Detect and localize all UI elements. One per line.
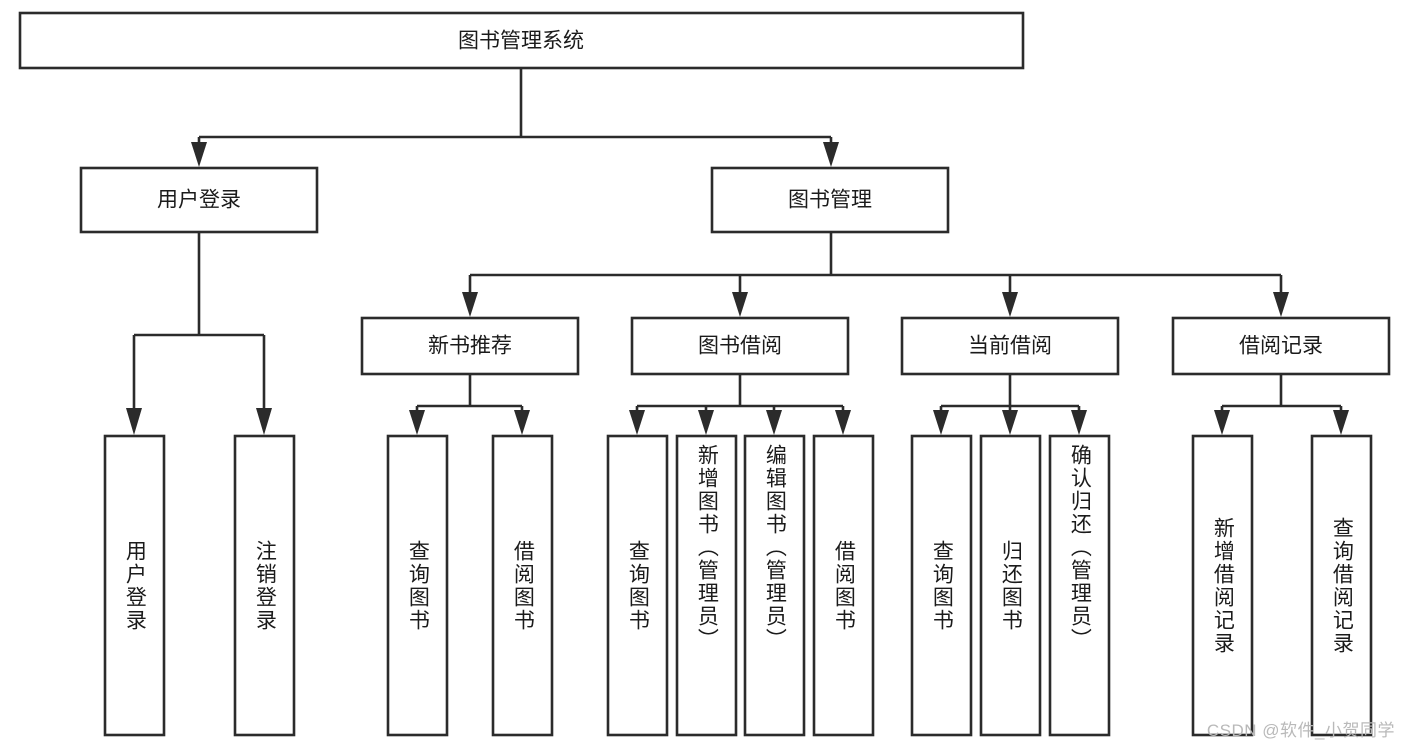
arrow-head-leaf-edit-book bbox=[766, 410, 782, 435]
node-user-login-box[interactable] bbox=[79, 166, 319, 234]
node-leaf-borrow-book-2-box[interactable] bbox=[812, 434, 875, 737]
node-leaf-edit-book-box[interactable] bbox=[743, 434, 806, 737]
connectors-group bbox=[126, 68, 1349, 435]
node-leaf-user-login-box[interactable] bbox=[103, 434, 166, 737]
node-borrow-record-label: 借阅记录 bbox=[1239, 335, 1323, 358]
arrow-head-leaf-query-book-3 bbox=[933, 410, 949, 435]
arrow-head-leaf-query-book-1 bbox=[409, 410, 425, 435]
node-borrow-record-box[interactable] bbox=[1171, 316, 1391, 376]
arrow-head-leaf-borrow-book-2 bbox=[835, 410, 851, 435]
node-new-book-recommend-label: 新书推荐 bbox=[428, 335, 512, 358]
node-leaf-query-book-1-box[interactable] bbox=[386, 434, 449, 737]
node-current-borrow-box[interactable] bbox=[900, 316, 1120, 376]
arrow-head-user-login bbox=[191, 142, 207, 167]
arrow-head-book-borrow bbox=[732, 292, 748, 317]
node-root-label: 图书管理系统 bbox=[458, 30, 584, 53]
node-book-borrow-label: 图书借阅 bbox=[698, 335, 782, 358]
node-user-login-label: 用户登录 bbox=[157, 189, 241, 212]
arrow-head-book-management bbox=[823, 142, 839, 167]
node-book-borrow-box[interactable] bbox=[630, 316, 850, 376]
arrow-head-leaf-add-record bbox=[1214, 410, 1230, 435]
node-leaf-return-book-box[interactable] bbox=[979, 434, 1042, 737]
node-root-box[interactable] bbox=[18, 11, 1025, 70]
node-leaf-query-book-3-box[interactable] bbox=[910, 434, 973, 737]
arrow-head-leaf-query-record bbox=[1333, 410, 1349, 435]
node-leaf-confirm-return-box[interactable] bbox=[1048, 434, 1111, 737]
node-new-book-recommend-box[interactable] bbox=[360, 316, 580, 376]
nodes-group: 图书管理系统 用户登录 图书管理 新书推荐 图书借阅 当前借阅 借阅记录 bbox=[18, 11, 1391, 737]
arrow-head-leaf-add-book bbox=[698, 410, 714, 435]
arrow-head-borrow-record bbox=[1273, 292, 1289, 317]
arrow-head-leaf-query-book-2 bbox=[629, 410, 645, 435]
node-book-management-label: 图书管理 bbox=[788, 189, 872, 212]
arrow-head-leaf-user-login bbox=[126, 408, 142, 435]
arrow-head-leaf-borrow-book-1 bbox=[514, 410, 530, 435]
arrow-head-current-borrow bbox=[1002, 292, 1018, 317]
node-leaf-borrow-book-1-box[interactable] bbox=[491, 434, 554, 737]
arrow-head-leaf-return-book bbox=[1002, 410, 1018, 435]
node-current-borrow-label: 当前借阅 bbox=[968, 335, 1052, 358]
node-leaf-query-record-box[interactable] bbox=[1310, 434, 1373, 737]
node-leaf-add-book-box[interactable] bbox=[675, 434, 738, 737]
node-leaf-add-record-box[interactable] bbox=[1191, 434, 1254, 737]
node-leaf-logout-box[interactable] bbox=[233, 434, 296, 737]
node-leaf-query-book-2-box[interactable] bbox=[606, 434, 669, 737]
arrow-head-leaf-confirm-return bbox=[1071, 410, 1087, 435]
arrow-head-new-book-recommend bbox=[462, 292, 478, 317]
watermark-text: CSDN @软件_小贺同学 bbox=[1206, 721, 1395, 740]
arrow-head-leaf-logout bbox=[256, 408, 272, 435]
node-book-management-box[interactable] bbox=[710, 166, 950, 234]
